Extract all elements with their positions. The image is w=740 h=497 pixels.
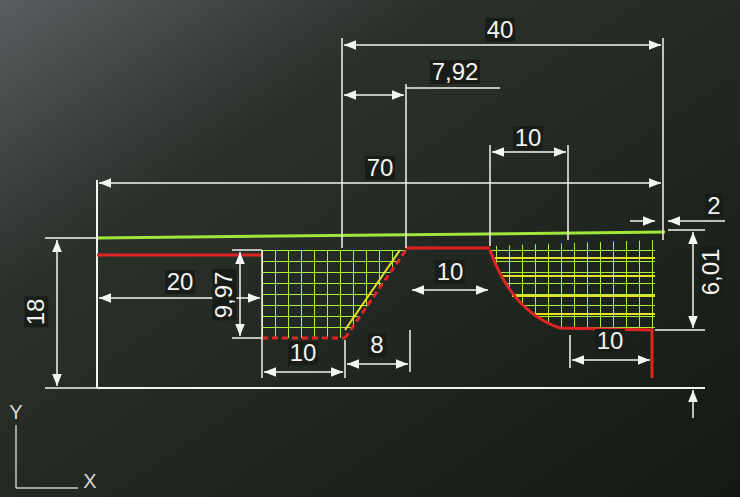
extension-line <box>409 330 411 372</box>
axis-label: Y <box>7 402 24 422</box>
leader-line <box>406 87 500 89</box>
yellow-line <box>532 313 655 315</box>
yellow-line <box>500 275 655 277</box>
profile-line <box>262 337 345 340</box>
profile-line <box>345 250 406 338</box>
yellow-line <box>345 250 400 330</box>
profile-line <box>490 250 652 378</box>
extension-line <box>45 237 97 239</box>
axis-label: X <box>81 471 98 491</box>
dimension-line <box>572 359 650 361</box>
extension-line <box>405 84 407 248</box>
dimension-line <box>692 232 694 328</box>
dimension-line <box>239 252 241 336</box>
dimension-line <box>692 390 694 418</box>
dimension-value: 2 <box>705 194 722 218</box>
hatched-pocket <box>490 240 655 330</box>
extension-line <box>45 387 97 389</box>
dimension-line <box>630 220 655 222</box>
dimension-value: 70 <box>365 156 396 180</box>
extension-line <box>341 38 343 248</box>
extension-line <box>232 249 262 251</box>
extension-line <box>489 145 491 246</box>
extension-line <box>567 145 569 240</box>
dimension-value: 10 <box>595 329 626 353</box>
dimension-line <box>99 182 661 184</box>
extension-line <box>232 337 262 339</box>
dimension-value: 10 <box>288 341 319 365</box>
profile-line <box>97 254 262 257</box>
dimension-lines <box>57 45 725 418</box>
dimension-value: 7,92 <box>430 60 481 84</box>
extension-line <box>662 38 664 240</box>
dimension-value: 10 <box>513 126 544 150</box>
top-edge <box>97 232 665 238</box>
extension-line <box>569 335 571 368</box>
profile-line <box>406 247 490 250</box>
dimension-value: 8 <box>368 333 385 357</box>
dimension-value: 9,97 <box>212 270 236 321</box>
dimension-line <box>690 220 725 222</box>
dimension-value: 40 <box>485 18 516 42</box>
yellow-line <box>512 295 655 297</box>
dimension-line <box>344 44 661 46</box>
extension-line <box>655 329 705 331</box>
extension-line <box>261 250 263 378</box>
hatched-pocket <box>262 250 406 338</box>
dimension-value: 20 <box>165 270 196 294</box>
dimension-line <box>668 220 690 222</box>
dimension-line <box>56 240 58 386</box>
dimension-line <box>347 363 408 365</box>
dimension-line <box>412 289 488 291</box>
part-edge <box>97 387 705 389</box>
axis-line <box>15 425 17 488</box>
yellow-line <box>495 257 655 259</box>
dimension-line <box>492 151 566 153</box>
yellow-contour <box>345 250 655 330</box>
extension-line <box>344 340 346 378</box>
red-profile <box>97 248 652 378</box>
extension-line <box>668 229 705 231</box>
ucs-icon <box>16 425 78 488</box>
dimension-line <box>344 94 404 96</box>
extension-lines <box>45 38 705 388</box>
part-edge <box>96 180 98 388</box>
dimension-line <box>264 371 343 373</box>
dimension-value: 6,01 <box>699 247 723 298</box>
dimension-value: 18 <box>24 297 48 328</box>
dimension-value: 10 <box>435 260 466 284</box>
axis-line <box>16 487 78 489</box>
